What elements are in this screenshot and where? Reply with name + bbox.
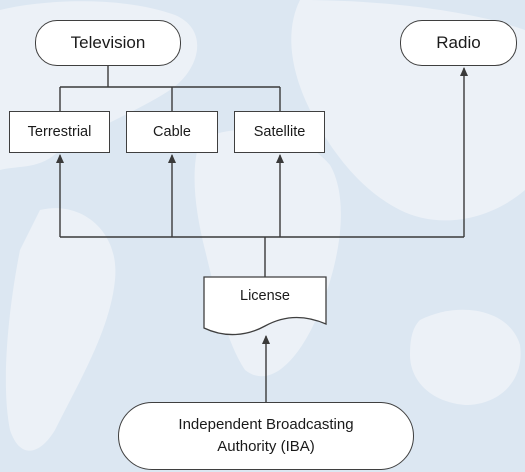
license-label: License — [240, 288, 290, 304]
television-node: Television — [35, 20, 181, 66]
cable-node: Cable — [126, 111, 218, 153]
document-shape-icon — [203, 276, 327, 336]
map-landmass-south-america — [5, 208, 116, 451]
radio-node: Radio — [400, 20, 517, 66]
map-landmass-australia — [410, 309, 521, 405]
license-document-node: License — [203, 276, 327, 338]
terrestrial-node: Terrestrial — [9, 111, 110, 153]
iba-node: Independent Broadcasting Authority (IBA) — [118, 402, 414, 470]
satellite-node: Satellite — [234, 111, 325, 153]
